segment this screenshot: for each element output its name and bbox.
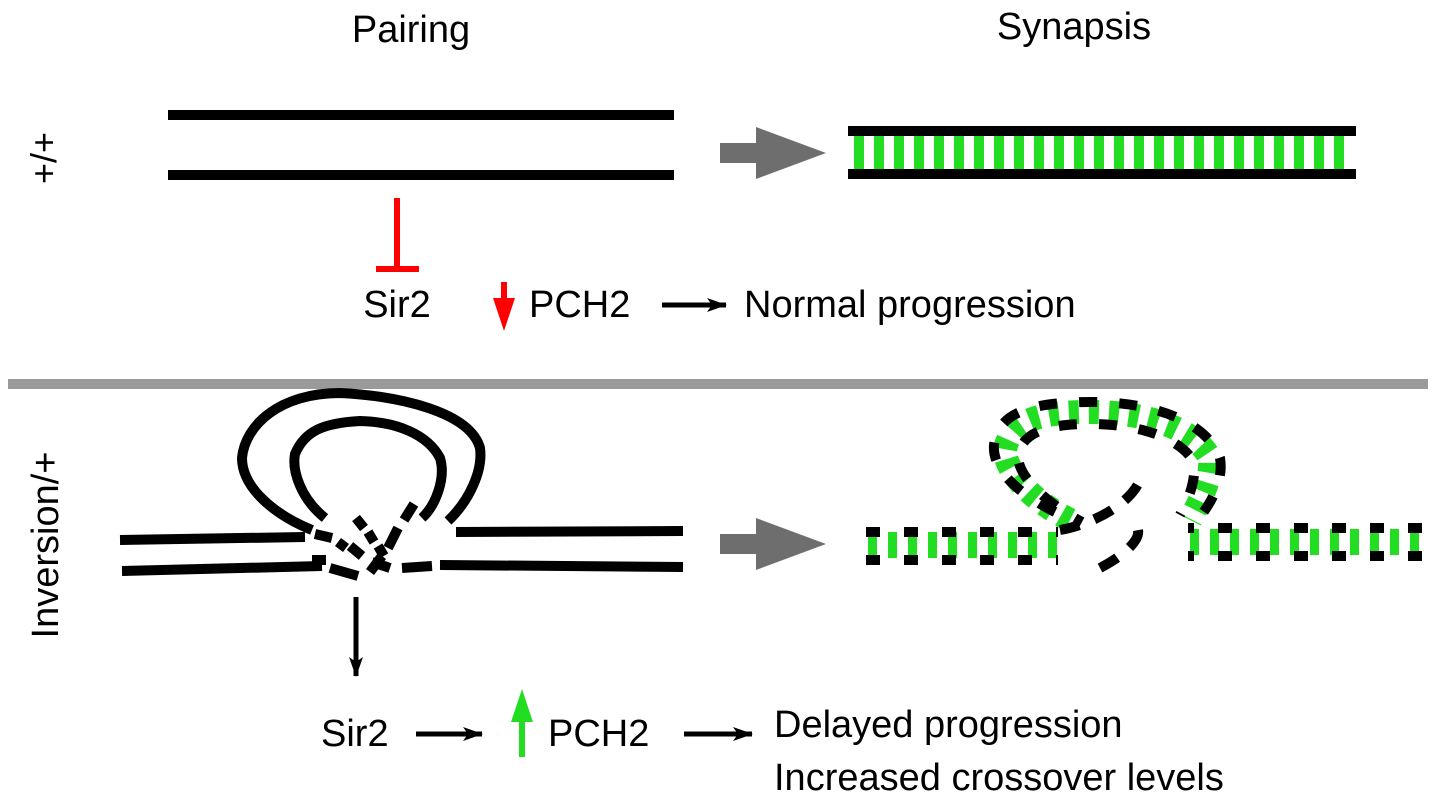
inhibition-symbol [376, 198, 419, 272]
increase-arrow-icon [511, 689, 533, 757]
bottom-pch2-label: PCH2 [548, 713, 649, 755]
row-label-inversion: Inversion/+ [25, 452, 67, 639]
column-header-synapsis: Synapsis [997, 6, 1151, 48]
paired-homologs-wild-type [168, 110, 674, 180]
bottom-outcome-line-2: Increased crossover levels [774, 757, 1224, 799]
decrease-arrow-icon [493, 282, 515, 331]
bottom-outcome-line-1: Delayed progression [774, 704, 1123, 746]
top-pch2-label: PCH2 [529, 284, 630, 326]
panel-divider [8, 379, 1428, 389]
transition-arrow-top [720, 127, 826, 179]
top-sir2-label: Sir2 [363, 284, 431, 326]
row-label-wild-type: +/+ [23, 132, 64, 184]
transition-arrow-bottom [720, 518, 826, 570]
inversion-loop-pairing [119, 388, 684, 581]
synapsed-inversion-loop [866, 396, 1424, 573]
synapsed-homologs-wild-type [848, 126, 1356, 179]
top-outcome-label: Normal progression [744, 284, 1076, 326]
bottom-sir2-label: Sir2 [321, 713, 389, 755]
column-header-pairing: Pairing [352, 9, 470, 51]
